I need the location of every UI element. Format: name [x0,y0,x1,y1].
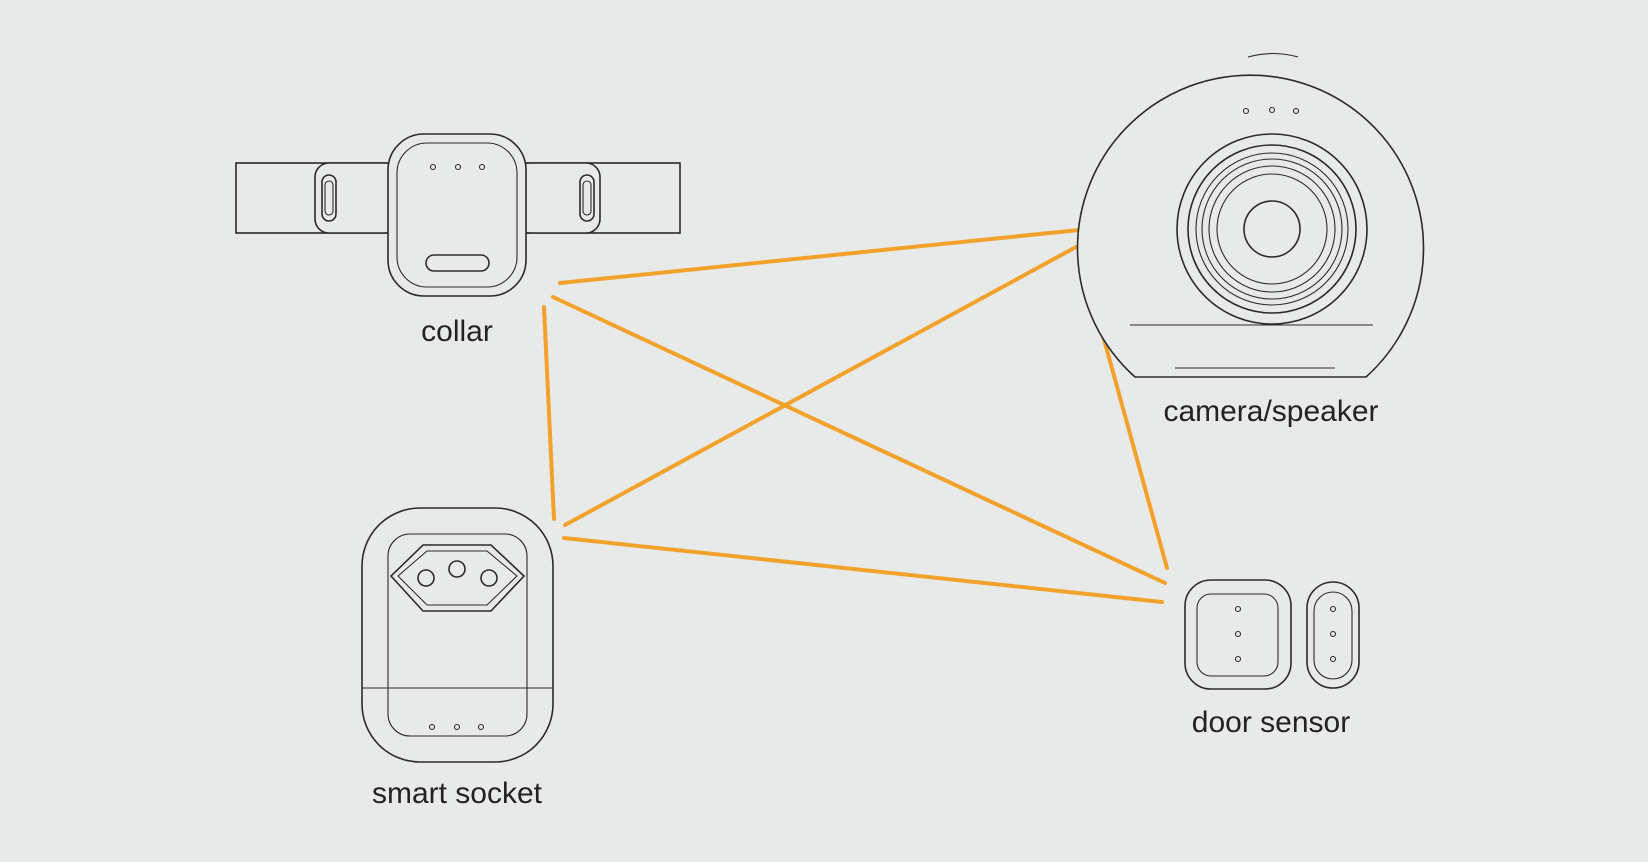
connection-lines [542,228,1169,604]
connection-collar-socket [542,305,556,521]
connection-socket-camera [563,245,1078,527]
collar-icon [235,133,681,297]
collar-label: collar [421,315,493,348]
connection-collar-door [551,295,1167,585]
door-sensor-icon [1184,579,1360,690]
camera-speaker-icon [1076,52,1425,378]
smart-socket-icon [361,507,554,763]
connection-socket-door [562,536,1164,604]
door-sensor-label: door sensor [1192,706,1350,739]
camera-speaker-label: camera/speaker [1163,395,1378,428]
connection-collar-camera [558,228,1081,285]
smart-socket-label: smart socket [372,777,543,810]
